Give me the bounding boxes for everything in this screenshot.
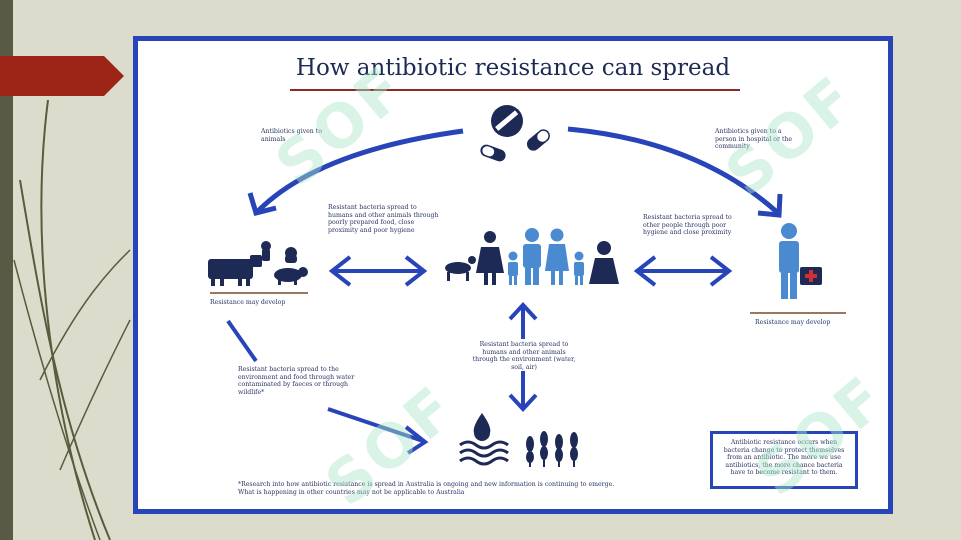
resistance-note-box: Antibiotic resistance occurs when bacter… [710,431,858,489]
left-accent-bar [0,0,13,540]
pills-icon [480,105,550,162]
vertical-double-arrows [508,302,538,412]
patient-first-aid-icon [779,223,822,299]
crops-icon [526,431,578,467]
label-spread-animals: Resistant bacteria spread to humans and … [328,204,439,234]
label-antibiotics-person: Antibiotics given to a person in hospita… [715,128,793,150]
label-spread-people: Resistant bacteria spread to other peopl… [643,214,732,236]
footnote-research: *Research into how antibiotic resistance… [238,481,615,488]
diagram-graphics [208,105,846,467]
slide-title: How antibiotic resistance can spread [295,55,731,81]
arrow-to-water [226,319,429,455]
label-antibiotics-animals: Antibiotics given to animals [261,128,322,143]
red-arrow-tab [0,56,124,96]
farm-animals-icon [208,241,308,286]
water-icon [459,413,509,466]
label-resistance-left: Resistance may develop [210,299,286,306]
double-arrow-right [633,255,733,287]
people-group-icon [445,228,619,285]
arrow-pills-to-animals [247,128,464,217]
label-environment-spread: Resistant bacteria spread to humans and … [472,341,576,371]
diagram-slide: How antibiotic resistance can spread [133,36,900,520]
title-underline [290,89,740,91]
arrow-pills-to-person [567,126,783,218]
footnote-countries: What is happening in other countries may… [238,489,465,496]
double-arrow-left [328,255,428,287]
resistance-note-text: Antibiotic resistance occurs when bacter… [723,439,845,476]
label-water-spread: Resistant bacteria spread to the environ… [238,366,355,396]
label-resistance-right: Resistance may develop [755,319,831,326]
